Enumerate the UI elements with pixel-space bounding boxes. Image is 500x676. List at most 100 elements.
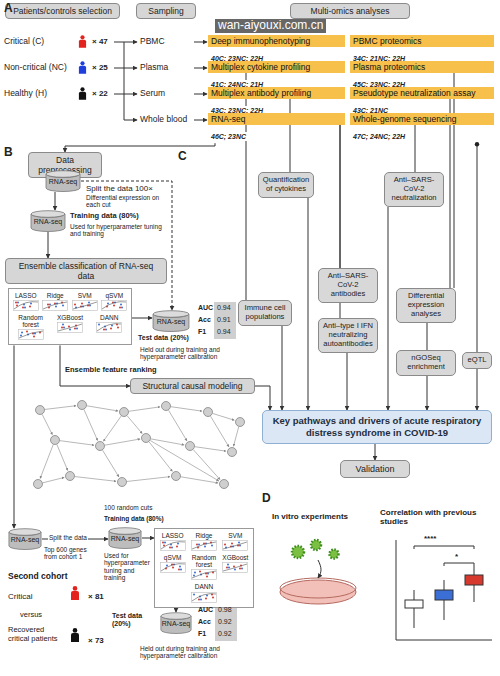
- annotation: × 73: [88, 636, 104, 645]
- annotation: versus: [20, 611, 42, 620]
- graph-link: [103, 450, 119, 477]
- connector: [427, 376, 428, 410]
- annotation: 0.94: [217, 328, 231, 336]
- assay-name: Pseudotype neutralization assay: [350, 87, 494, 99]
- model-name: SVM: [221, 532, 250, 539]
- graph-link: [40, 445, 53, 479]
- model-name: Random forest: [16, 314, 45, 328]
- annotation: 0.91: [217, 316, 231, 324]
- model-plot: [222, 562, 248, 573]
- analysis-box: Anti–type I IFN neutralizing autoantibod…: [318, 318, 378, 353]
- sampling-arrows: [124, 42, 207, 120]
- graph-node: [34, 480, 43, 489]
- annotation: 0.94: [217, 304, 231, 312]
- graph-node: [118, 478, 127, 487]
- model-name: qSVM: [100, 292, 129, 299]
- model-plot: [13, 300, 39, 311]
- model-plot: [191, 540, 217, 551]
- node-text: Sampling: [141, 6, 191, 16]
- sample-count: 46C; 23NC: [208, 132, 249, 141]
- annotation: F1: [198, 328, 206, 336]
- box-red: [465, 575, 483, 585]
- graph-link: [75, 477, 116, 482]
- graph-node: [96, 442, 105, 451]
- dataset-name: RNA-seq: [160, 620, 192, 627]
- annotation: Whole blood: [140, 115, 187, 125]
- score-cells: [214, 302, 236, 339]
- person-icon: [79, 87, 86, 100]
- annotation: Correlation with previous studies: [380, 508, 492, 526]
- annotation: Top 600 genes from cohort 1: [44, 546, 100, 561]
- analysis-box: Quantification of cytokines: [258, 172, 314, 198]
- validation-box: Validation: [340, 460, 410, 478]
- graph-node: [142, 434, 151, 443]
- graph-link: [193, 450, 220, 480]
- annotation: ****: [424, 534, 436, 543]
- infection-arrow: [318, 560, 321, 578]
- connector: [415, 117, 416, 172]
- model-name: XGBoost: [55, 314, 84, 321]
- model-name: qSVM: [158, 554, 187, 561]
- dataset-cylinder: RNA-seq: [152, 310, 190, 332]
- count-row: 46C; 23NC: [208, 125, 345, 143]
- graph-node: [228, 448, 237, 457]
- node-text: Anti–SARS-CoV-2 antibodies: [321, 272, 375, 299]
- connector: [282, 326, 283, 410]
- annotation: 0.92: [218, 630, 232, 638]
- connector-dot: [475, 142, 479, 146]
- box-blue: [435, 590, 453, 600]
- annotation: Second cohort: [8, 572, 68, 582]
- dataset-name: RNA-seq: [8, 536, 42, 543]
- watermark: wan-aiyouxi.com.cn: [215, 19, 326, 33]
- panel-letter: D: [262, 492, 271, 506]
- model-plot: [101, 300, 127, 311]
- model-name: Ridge: [41, 292, 70, 299]
- graph-node: [120, 408, 129, 417]
- assay-name: RNA-seq: [208, 113, 345, 125]
- person-icon: [71, 586, 79, 600]
- model-panel: LASSORidgeSVMqSVMRandom forestXGBoostDAN…: [8, 288, 132, 345]
- connector: [176, 608, 177, 612]
- annotation: AUC: [198, 606, 213, 614]
- annotation: Training data (80%): [70, 212, 139, 221]
- significance-brackets: [414, 546, 474, 566]
- model-cell: LASSO: [158, 532, 187, 551]
- graph-link: [42, 414, 52, 434]
- annotation: Non-critical (NC): [4, 63, 67, 73]
- panel-letter: C: [178, 150, 187, 164]
- annotation: Acc: [198, 618, 211, 626]
- annotation: Held out during training and hyperparame…: [140, 645, 240, 660]
- model-plot: [72, 300, 98, 311]
- graph-link: [181, 477, 218, 483]
- annotation: Used for hyperparameter tuning and train…: [70, 223, 166, 238]
- box-white: [405, 600, 423, 608]
- graph-link: [171, 407, 202, 411]
- person-icon: [79, 61, 86, 74]
- node-text: Validation: [343, 464, 407, 474]
- dataset-name: RNA-seq: [45, 178, 81, 185]
- connector: [14, 345, 15, 528]
- node-text: Quantification of cytokines: [261, 176, 311, 194]
- analysis-box: Anti–SARS-CoV-2 neutralization: [384, 172, 444, 207]
- annotation: Training data (80%): [104, 515, 164, 522]
- dataset-name: RNA-seq: [152, 318, 190, 325]
- graph-node: [172, 472, 181, 481]
- model-name: DANN: [190, 583, 219, 590]
- graph-link: [213, 413, 235, 420]
- model-cell: DANN: [95, 314, 124, 340]
- section-header: Ensemble classification of RNA-seq data: [5, 258, 167, 284]
- dataset-cylinder: RNA-seq: [30, 210, 66, 232]
- graph-link: [103, 416, 121, 441]
- dataset-cylinder: RNA-seq: [160, 612, 192, 634]
- annotation: Test data (20%): [138, 334, 189, 342]
- model-name: LASSO: [158, 532, 187, 539]
- virus: [311, 540, 321, 550]
- annotation: Used for hyperparameter tuning and train…: [104, 552, 152, 582]
- model-cell: DANN: [190, 583, 219, 602]
- connector: [246, 65, 247, 300]
- connector: [375, 444, 376, 460]
- assay-bar: Whole-genome sequencing47C; 24NC; 22H: [350, 113, 494, 143]
- annotation: Differential expression on each cut: [86, 194, 168, 209]
- annotation: 0.98: [218, 606, 232, 614]
- model-plot: [57, 322, 83, 333]
